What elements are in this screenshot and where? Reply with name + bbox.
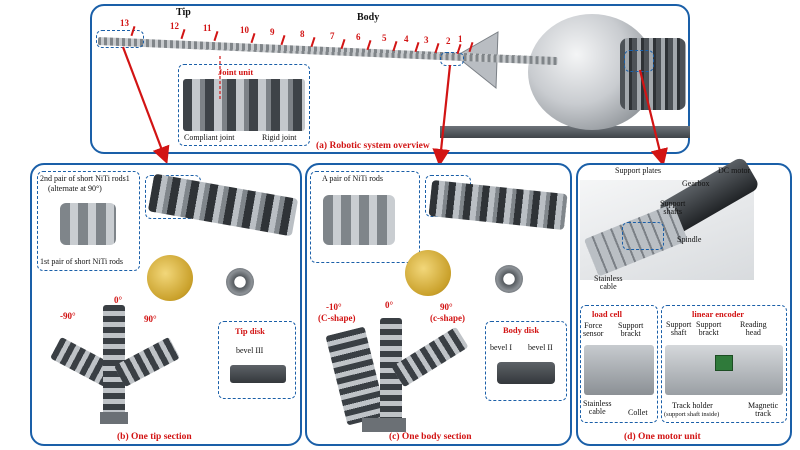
segment-number-12: 12: [170, 21, 179, 31]
overview-body-highlight: [440, 52, 464, 66]
load-cell-stainless-cable-label: Stainless cable: [583, 399, 612, 417]
tip-disk-bevel: bevel III: [236, 346, 264, 355]
support-shafts-label: Support shafts: [660, 199, 686, 217]
body-disk-title: Body disk: [503, 325, 540, 335]
tip-disk-title: Tip disk: [235, 326, 265, 336]
tip-angle-0: 0°: [114, 295, 123, 305]
force-sensor-label: Force sensor: [583, 321, 604, 339]
support-plates-label: Support plates: [615, 166, 661, 175]
body-disk-shape: [497, 362, 555, 384]
body-angle-neg-shape: (C-shape): [318, 313, 356, 323]
segment-number-10: 10: [240, 25, 249, 35]
track-holder-label: Track holder: [672, 401, 713, 410]
overview-base-rail: [440, 126, 690, 138]
body-bend-center: [380, 318, 402, 422]
segment-number-8: 8: [300, 29, 305, 39]
segment-number-9: 9: [270, 27, 275, 37]
joint-unit-photo: [183, 79, 305, 131]
tip-rods-part: [60, 203, 116, 245]
body-heading: Body: [357, 12, 380, 23]
collet-label: Collet: [628, 408, 648, 417]
tip-rods-inset: [37, 171, 140, 271]
joint-unit-title: Joint unit: [218, 67, 254, 77]
tip-bend-center: [103, 305, 125, 415]
rigid-joint-label: Rigid joint: [262, 133, 297, 143]
linear-encoder-title: linear encoder: [692, 309, 745, 319]
encoder-support-brackt-label: Support brackt: [696, 320, 722, 338]
segment-number-1: 1: [458, 34, 463, 44]
body-section-caption: (c) One body section: [389, 432, 472, 442]
overview-caption: (a) Robotic system overview: [316, 141, 430, 151]
tip-section-caption: (b) One tip section: [117, 432, 192, 442]
segment-number-2: 2: [446, 36, 451, 46]
tip-heading: Tip: [176, 7, 191, 18]
body-angle-pos-shape: (c-shape): [430, 313, 465, 323]
body-rods-label: A pair of NiTi rods: [322, 174, 384, 183]
tip-angle-90: 90°: [144, 314, 157, 324]
overview-tip-highlight: [96, 30, 144, 48]
tip-rods-1st: 1st pair of short NiTi rods: [40, 257, 124, 266]
tip-disk-inset: [218, 321, 296, 399]
body-rods-inset: [310, 171, 420, 263]
load-cell-inset: [580, 305, 658, 423]
body-disk-bevel1: bevel I: [490, 343, 512, 352]
segment-number-5: 5: [382, 33, 387, 43]
compliant-joint-label: Compliant joint: [184, 133, 235, 143]
track-holder-note: (support shaft inside): [664, 411, 720, 418]
gearbox-label: Gearbox: [682, 179, 710, 188]
segment-number-11: 11: [203, 23, 212, 33]
segment-number-6: 6: [356, 32, 361, 42]
motor-spindle-highlight: [622, 222, 664, 250]
body-disk-bevel2: bevel II: [528, 343, 553, 352]
body-bend-base: [362, 418, 406, 432]
tip-rods-2nd-line2: (alternate at 90°): [48, 184, 102, 193]
body-angle-neg: -10°: [326, 302, 342, 312]
load-cell-photo: [584, 345, 654, 395]
tip-rods-2nd-line1: 2nd pair of short NiTi rods1: [40, 174, 130, 183]
linear-encoder-inset: [661, 305, 787, 423]
body-rods-part: [323, 195, 395, 245]
body-washer: [495, 265, 523, 293]
reading-head-label: Reading head: [740, 320, 767, 338]
segment-number-7: 7: [330, 31, 335, 41]
magnetic-track-label: Magnetic track: [748, 401, 779, 419]
body-disk-inset: [485, 321, 567, 401]
dc-motor-label: DC motor: [718, 166, 751, 175]
motor-unit-caption: (d) One motor unit: [624, 432, 701, 442]
tip-bend-base: [100, 412, 128, 424]
tip-washer: [226, 268, 254, 296]
body-coin: [405, 250, 451, 296]
tip-angle-neg90: -90°: [60, 311, 76, 321]
overview-motor-highlight: [624, 50, 654, 72]
load-cell-support-brackt-label: Support brackt: [618, 321, 644, 339]
segment-number-3: 3: [424, 35, 429, 45]
tip-coin: [147, 255, 193, 301]
load-cell-title: load cell: [592, 309, 622, 319]
segment-number-13: 13: [120, 18, 129, 28]
encoder-support-shaft-label: Support shaft: [666, 320, 692, 338]
stainless-cable-label: Stainless cable: [594, 274, 623, 292]
segment-number-4: 4: [404, 34, 409, 44]
body-angle-90: 90°: [440, 302, 453, 312]
spindle-label: Spindle: [677, 235, 702, 244]
body-angle-0: 0°: [385, 300, 394, 310]
reading-head-chip: [715, 355, 733, 371]
tip-disk-shape: [230, 365, 286, 383]
